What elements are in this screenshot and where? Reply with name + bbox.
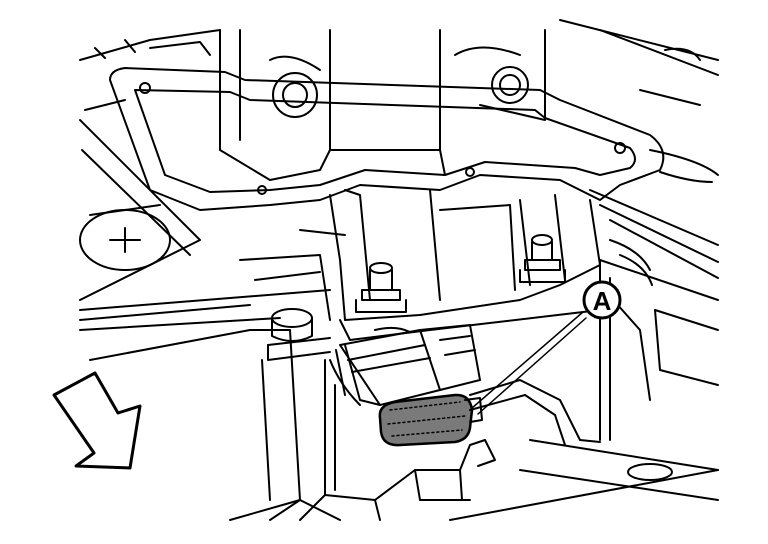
- battery-module-right: [449, 19, 719, 521]
- bolt-hole-left: [272, 72, 318, 118]
- harness-connector: [329, 324, 481, 406]
- leader-line-a-2: [477, 317, 587, 415]
- highlighted-part-a: [378, 393, 483, 447]
- bolt-left: [267, 308, 331, 361]
- mounting-plate: [109, 67, 665, 211]
- lower-frame: [89, 329, 341, 521]
- leader-line-a: [471, 311, 584, 409]
- upper-bracket: [219, 29, 546, 181]
- bolt-hole-right: [491, 66, 529, 104]
- direction-arrow-icon: [52, 371, 142, 470]
- lower-bracket: [239, 189, 601, 341]
- callout-a: A: [582, 280, 622, 320]
- battery-module-left: [79, 29, 331, 331]
- callout-a-label: A: [593, 286, 612, 316]
- part-a-body: [378, 393, 474, 447]
- cables: [469, 239, 653, 446]
- stud-nut-right: [519, 234, 566, 283]
- stud-nut-center: [355, 262, 407, 313]
- support-bracket: [299, 359, 496, 521]
